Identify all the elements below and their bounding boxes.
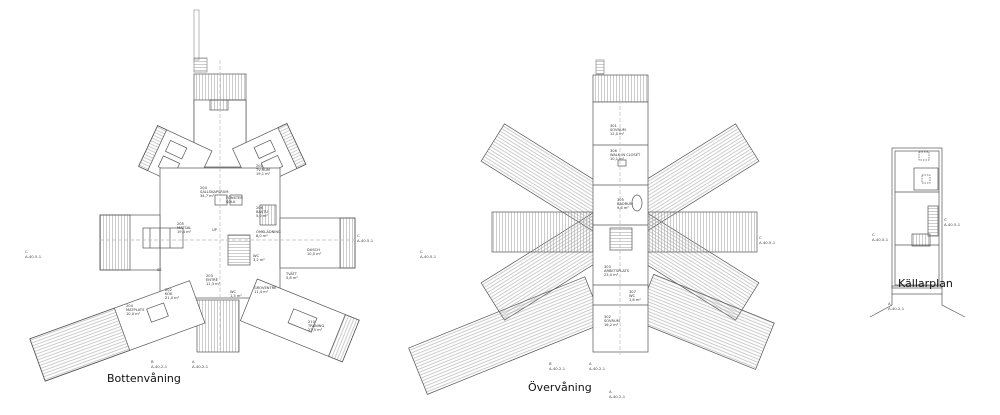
plan-overvaning bbox=[408, 59, 775, 395]
plan-title-overvaning: Övervåning bbox=[528, 381, 592, 394]
note-label: SK bbox=[157, 268, 162, 272]
note-label: UP bbox=[212, 228, 217, 232]
plan-title-kallarplan: Källarplan bbox=[898, 277, 953, 290]
plan-title-bottenvaning: Bottenvåning bbox=[107, 372, 181, 385]
plan-bottenvaning bbox=[29, 9, 360, 382]
plan-kallarplan bbox=[869, 147, 966, 318]
